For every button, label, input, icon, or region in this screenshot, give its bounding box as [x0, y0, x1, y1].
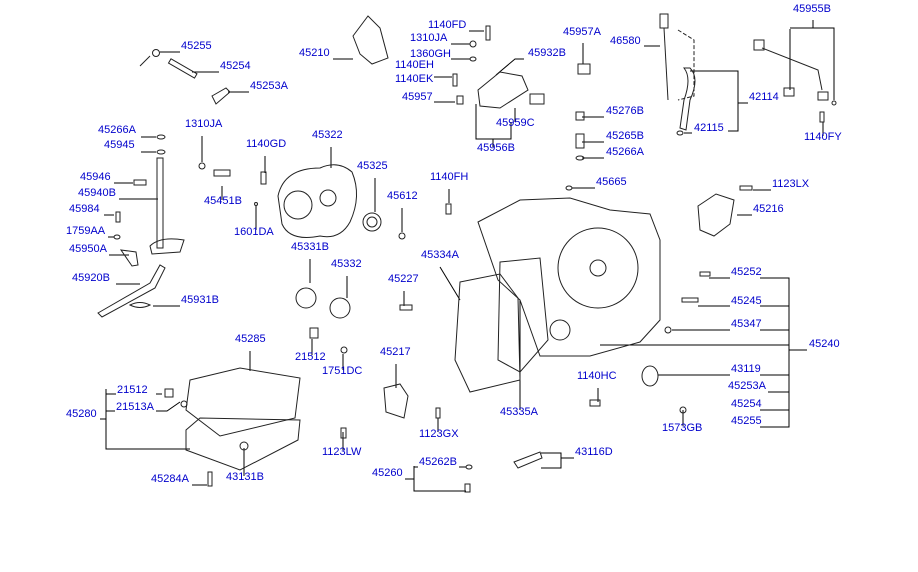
part-label-45956B[interactable]: 45956B	[477, 142, 515, 154]
part-label-45217[interactable]: 45217	[380, 346, 411, 358]
part-label-1573GB[interactable]: 1573GB	[662, 422, 703, 434]
part-label-45665[interactable]: 45665	[596, 176, 627, 188]
part-label-1601DA[interactable]: 1601DA	[234, 226, 274, 238]
part-label-1140EH[interactable]: 1140EH	[395, 59, 434, 71]
part-label-45325[interactable]: 45325	[357, 160, 388, 172]
part-label-45335A[interactable]: 45335A	[500, 406, 538, 418]
part-label-45266A-right[interactable]: 45266A	[606, 146, 644, 158]
part-label-45322[interactable]: 45322	[312, 129, 343, 141]
part-label-1310JA-top[interactable]: 1310JA	[410, 32, 448, 44]
part-label-21512-pan[interactable]: 21512	[117, 384, 148, 396]
part-label-45931B[interactable]: 45931B	[181, 294, 219, 306]
part-label-21512-mid[interactable]: 21512	[295, 351, 326, 363]
part-label-45252[interactable]: 45252	[731, 266, 762, 278]
part-label-1310JA-left[interactable]: 1310JA	[185, 118, 223, 130]
part-label-45210[interactable]: 45210	[299, 47, 330, 59]
part-label-1123LW[interactable]: 1123LW	[322, 446, 362, 458]
part-label-45332[interactable]: 45332	[331, 258, 362, 270]
part-label-42114[interactable]: 42114	[749, 91, 779, 103]
part-label-43116D[interactable]: 43116D	[575, 446, 613, 458]
part-label-1140HC[interactable]: 1140HC	[577, 370, 617, 382]
part-label-45262B[interactable]: 45262B	[419, 456, 457, 468]
part-label-1123LX[interactable]: 1123LX	[772, 178, 810, 190]
part-label-42115[interactable]: 42115	[694, 122, 724, 134]
part-label-45334A[interactable]: 45334A	[421, 249, 459, 261]
part-label-1140EK[interactable]: 1140EK	[395, 73, 434, 85]
part-label-45254-right[interactable]: 45254	[731, 398, 762, 410]
part-label-45240[interactable]: 45240	[809, 338, 840, 350]
part-label-45255-top[interactable]: 45255	[181, 40, 212, 52]
part-label-45959C[interactable]: 45959C	[496, 117, 535, 129]
part-label-45347[interactable]: 45347	[731, 318, 762, 330]
part-label-45331B[interactable]: 45331B	[291, 241, 329, 253]
part-label-45451B[interactable]: 45451B	[204, 195, 242, 207]
part-label-45280[interactable]: 45280	[66, 408, 97, 420]
part-label-45955B[interactable]: 45955B	[793, 3, 831, 15]
part-label-45920B[interactable]: 45920B	[72, 272, 110, 284]
part-label-1140GD[interactable]: 1140GD	[246, 138, 287, 150]
part-label-45245[interactable]: 45245	[731, 295, 762, 307]
part-label-45266A-left[interactable]: 45266A	[98, 124, 136, 136]
part-label-45957A[interactable]: 45957A	[563, 26, 601, 38]
part-label-43131B[interactable]: 43131B	[226, 471, 264, 483]
part-label-43119[interactable]: 43119	[731, 363, 761, 375]
part-label-45957[interactable]: 45957	[402, 91, 433, 103]
part-shapes	[97, 13, 837, 493]
part-label-1759AA[interactable]: 1759AA	[66, 225, 106, 237]
part-label-45260[interactable]: 45260	[372, 467, 403, 479]
part-label-1140FD[interactable]: 1140FD	[428, 19, 467, 31]
part-label-46580[interactable]: 46580	[610, 35, 641, 47]
part-label-45940B[interactable]: 45940B	[78, 187, 116, 199]
part-label-45946[interactable]: 45946	[80, 171, 111, 183]
part-label-1123GX[interactable]: 1123GX	[419, 428, 459, 440]
part-label-45276B[interactable]: 45276B	[606, 105, 644, 117]
part-label-45253A-right[interactable]: 45253A	[728, 380, 766, 392]
part-label-45227[interactable]: 45227	[388, 273, 419, 285]
part-label-1140FH[interactable]: 1140FH	[430, 171, 469, 183]
part-label-45216[interactable]: 45216	[753, 203, 784, 215]
leader-lines	[100, 20, 835, 492]
part-label-45285[interactable]: 45285	[235, 333, 266, 345]
part-label-45984[interactable]: 45984	[69, 203, 100, 215]
part-label-21513A[interactable]: 21513A	[116, 401, 154, 413]
part-label-1360GH[interactable]: 1360GH	[410, 48, 451, 60]
part-label-45265B[interactable]: 45265B	[606, 130, 644, 142]
part-label-45254-top[interactable]: 45254	[220, 60, 251, 72]
part-label-1140FY[interactable]: 1140FY	[804, 131, 842, 143]
part-label-45253A-top[interactable]: 45253A	[250, 80, 288, 92]
part-label-45932B[interactable]: 45932B	[528, 47, 566, 59]
part-label-45284A[interactable]: 45284A	[151, 473, 189, 485]
part-label-1751DC[interactable]: 1751DC	[322, 365, 363, 377]
part-label-45945[interactable]: 45945	[104, 139, 135, 151]
part-label-45950A[interactable]: 45950A	[69, 243, 107, 255]
part-label-45612[interactable]: 45612	[387, 190, 418, 202]
part-label-45255-right[interactable]: 45255	[731, 415, 762, 427]
